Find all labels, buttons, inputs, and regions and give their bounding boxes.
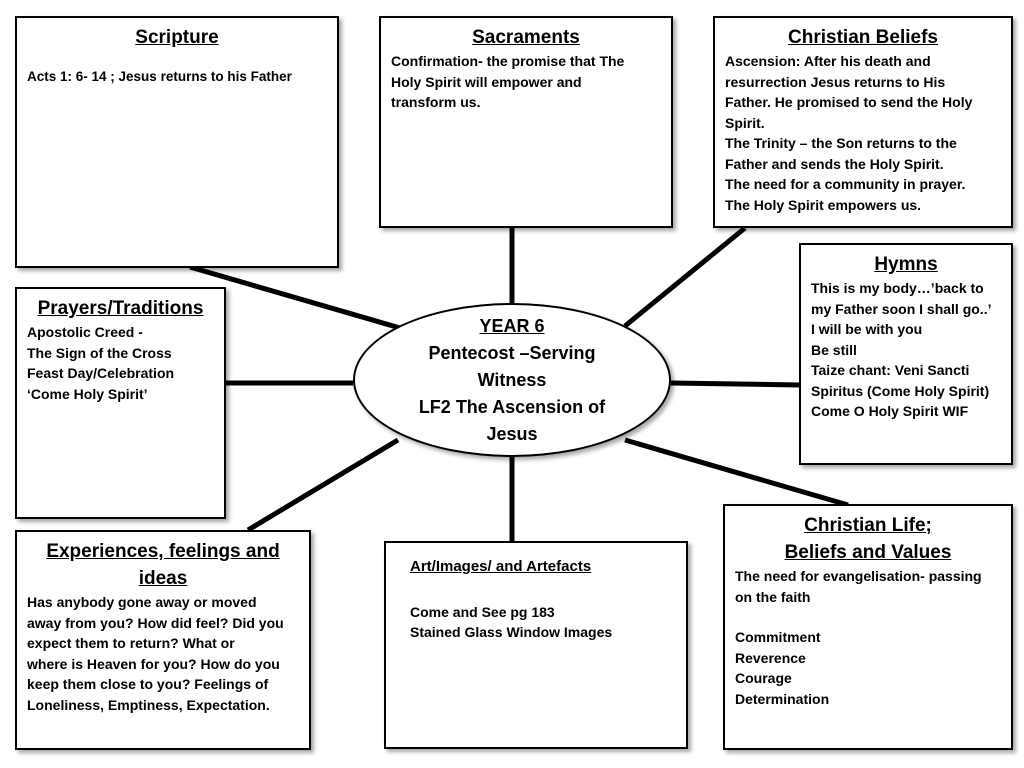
central-line: Pentecost –Serving xyxy=(428,342,596,363)
christian-beliefs-title: Christian Beliefs xyxy=(788,27,938,48)
sacraments-title: Sacraments xyxy=(472,27,580,48)
connector-hymns xyxy=(670,380,801,388)
christian-beliefs-line: The Trinity – the Son returns to the xyxy=(725,135,957,151)
experiences-line: Loneliness, Emptiness, Expectation. xyxy=(27,696,270,713)
connector-christian-life xyxy=(624,437,849,508)
prayers-line: Feast Day/Celebration xyxy=(27,365,175,381)
hymns-line: Spiritus (Come Holy Spirit) xyxy=(811,382,990,399)
hymns-line: This is my body…’back to xyxy=(811,280,984,296)
experiences-box: Experiences, feelings and ideas Has anyb… xyxy=(15,530,311,750)
hymns-line: Taize chant: Veni Sancti xyxy=(811,362,970,378)
christian-life-title-line1: Christian Life; xyxy=(804,515,932,536)
experiences-line: keep them close to you? Feelings of xyxy=(27,676,269,692)
experiences-line: expect them to return? What or xyxy=(27,635,235,651)
christian-life-value: Determination xyxy=(735,690,830,707)
christian-beliefs-line: Father and sends the Holy Spirit. xyxy=(725,155,944,172)
christian-beliefs-line: The need for a community in prayer. xyxy=(725,176,966,192)
prayers-traditions-title: Prayers/Traditions xyxy=(37,298,204,319)
scripture-line: Acts 1: 6- 14 ; Jesus returns to his Fat… xyxy=(27,69,292,84)
christian-beliefs-box: Christian Beliefs Ascension: After his d… xyxy=(713,16,1013,228)
christian-life-value: Courage xyxy=(735,670,792,686)
central-line: Jesus xyxy=(486,423,538,444)
art-images-box: Art/Images/ and Artefacts Come and See p… xyxy=(384,541,688,749)
hymns-title: Hymns xyxy=(874,254,938,275)
experiences-line: Has anybody gone away or moved xyxy=(27,594,257,610)
sacraments-line: Holy Spirit will empower and xyxy=(391,73,582,90)
sacraments-box: Sacraments Confirmation- the promise tha… xyxy=(379,16,673,228)
christian-beliefs-line: Spirit. xyxy=(725,114,765,131)
hymns-line: Be still xyxy=(811,341,857,358)
hymns-line: my Father soon I shall go..’ xyxy=(811,300,992,317)
connector-christian-beliefs xyxy=(623,226,747,328)
central-year-title: YEAR 6 xyxy=(479,315,545,336)
christian-life-line: on the faith xyxy=(735,588,811,605)
experiences-title-line1: Experiences, feelings and xyxy=(46,541,280,562)
hymns-line: Come O Holy Spirit WIF xyxy=(811,403,969,419)
prayers-traditions-box: Prayers/Traditions Apostolic Creed - The… xyxy=(15,287,226,519)
hymns-box: Hymns This is my body…’back to my Father… xyxy=(799,243,1013,465)
christian-beliefs-line: The Holy Spirit empowers us. xyxy=(725,196,922,213)
prayers-line: The Sign of the Cross xyxy=(27,344,172,361)
central-line: LF2 The Ascension of xyxy=(418,396,606,417)
sacraments-line: Confirmation- the promise that The xyxy=(391,53,625,69)
christian-beliefs-line: resurrection Jesus returns to His xyxy=(725,73,946,90)
christian-life-line: The need for evangelisation- passing xyxy=(735,568,982,584)
prayers-line: ‘Come Holy Spirit’ xyxy=(27,385,148,402)
experiences-line: away from you? How did feel? Did you xyxy=(27,614,284,631)
experiences-line: where is Heaven for you? How do you xyxy=(27,655,280,672)
sacraments-line: transform us. xyxy=(391,94,481,110)
christian-beliefs-line: Ascension: After his death and xyxy=(725,53,931,69)
scripture-box: Scripture Acts 1: 6- 14 ; Jesus returns … xyxy=(15,16,339,268)
christian-life-title-line2: Beliefs and Values xyxy=(784,542,952,563)
central-topic-ellipse: YEAR 6 Pentecost –Serving Witness LF2 Th… xyxy=(353,303,671,457)
christian-life-box: Christian Life; Beliefs and Values The n… xyxy=(723,504,1013,750)
experiences-title-line2: ideas xyxy=(138,568,188,589)
art-line: Come and See pg 183 xyxy=(410,603,555,620)
scripture-title: Scripture xyxy=(135,27,219,48)
christian-life-value: Reverence xyxy=(735,649,806,666)
connector-experiences xyxy=(246,437,400,533)
connector-scripture xyxy=(189,264,401,331)
christian-beliefs-line: Father. He promised to send the Holy xyxy=(725,94,973,110)
christian-life-value: Commitment xyxy=(735,629,821,645)
art-images-title: Art/Images/ and Artefacts xyxy=(410,558,592,575)
central-line: Witness xyxy=(477,369,547,390)
prayers-line: Apostolic Creed - xyxy=(27,324,143,340)
hymns-line: I will be with you xyxy=(811,321,923,337)
art-line: Stained Glass Window Images xyxy=(410,624,613,640)
